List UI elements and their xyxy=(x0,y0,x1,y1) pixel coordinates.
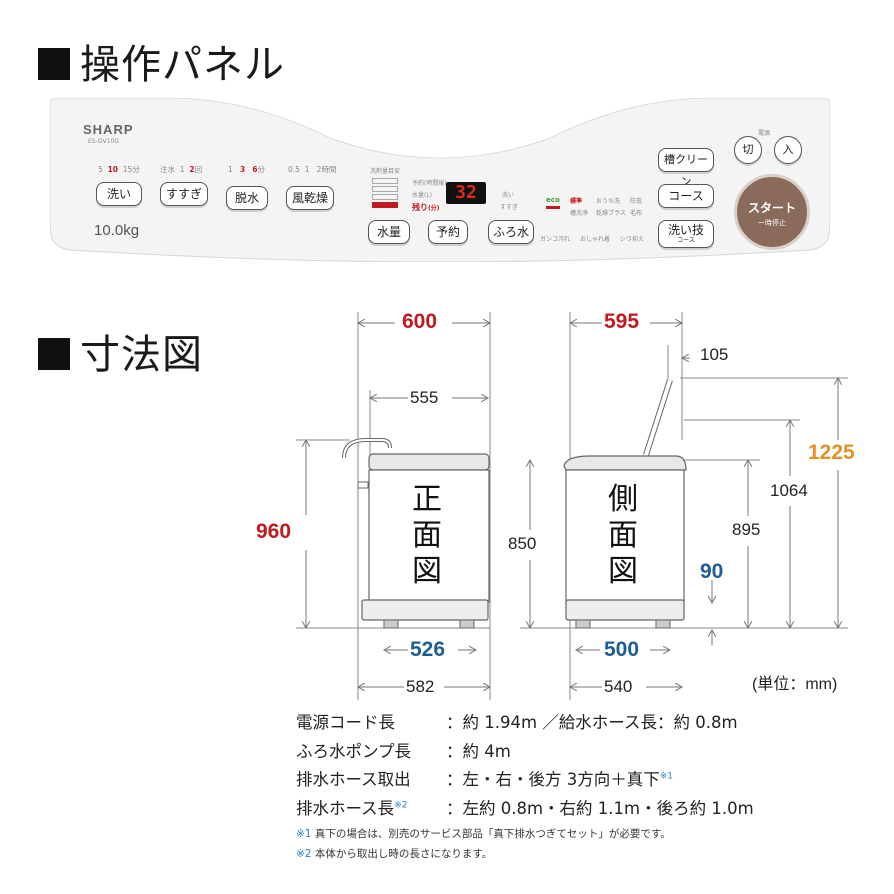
side-view-label: 側面図 xyxy=(608,482,638,589)
start-pause-button[interactable]: スタート 一時停止 xyxy=(734,174,810,250)
water-amount-button[interactable]: 水量 xyxy=(368,220,410,244)
control-panel: SHARP ES-GV10G 10.0kg 5 10 15分 注水 1 2回 1… xyxy=(50,98,830,262)
dimensions-section-title: 寸法図 xyxy=(38,322,203,380)
front-total-width: 600 xyxy=(402,310,438,333)
spec-row: ふろ水ポンプ長：約 4m xyxy=(296,742,511,761)
panel-section-title: 操作パネル xyxy=(38,32,285,90)
rinse-count-levels: 注水 1 2回 xyxy=(160,165,203,174)
square-bullet-icon xyxy=(38,48,70,80)
bath-water-button[interactable]: ふろ水 xyxy=(488,220,534,244)
spec-row: 排水ホース取出：左・右・後方 3方向＋真下※1 xyxy=(296,770,674,789)
side-lid-open-height: 1225 xyxy=(808,441,855,464)
rinse-indicator: すすぎ xyxy=(500,204,519,211)
wash-indicator: 洗い xyxy=(502,192,515,199)
front-base-width: 582 xyxy=(406,677,435,696)
side-hinge-height: 1064 xyxy=(770,481,808,500)
wash-button[interactable]: 洗い xyxy=(96,182,142,206)
front-view-body xyxy=(342,438,490,629)
capacity-label: 10.0kg xyxy=(94,222,140,239)
spec-row: 電源コード長：約 1.94m ／給水ホース長：約 0.8m xyxy=(296,713,738,732)
side-lid-offset: 105 xyxy=(700,345,729,364)
course-button[interactable]: コース xyxy=(658,184,714,208)
side-drain-height: 90 xyxy=(700,560,724,583)
power-label: 電源 xyxy=(758,130,771,137)
front-body-height: 850 xyxy=(508,534,537,553)
detergent-guide-bars xyxy=(372,178,398,212)
detergent-guide-label: 洗剤量目安 xyxy=(370,168,401,175)
side-view-body xyxy=(563,379,687,629)
panel-outline xyxy=(50,98,830,262)
front-view-label: 正面図 xyxy=(412,482,442,589)
spec-row: 排水ホース長※2：左約 0.8m・右約 1.1m・後ろ約 1.0m xyxy=(296,799,754,818)
course-wrinkle: シワ抑え xyxy=(620,236,645,243)
spin-button[interactable]: 脱水 xyxy=(226,186,268,210)
course-insect: 防虫 xyxy=(630,198,643,205)
side-base-depth: 540 xyxy=(604,677,633,696)
rinse-button[interactable]: すすぎ xyxy=(160,182,208,206)
air-dry-button[interactable]: 風乾燥 xyxy=(286,186,334,210)
course-blanket: 毛布 xyxy=(630,210,643,217)
front-total-height: 960 xyxy=(256,520,292,543)
course-tub-wash: 槽洗浄 xyxy=(570,210,589,217)
footnote: ※1 真下の場合は、別売のサービス部品「真下排水つぎてセット」が必要です。 xyxy=(296,828,671,840)
square-bullet-icon xyxy=(38,338,70,370)
front-body-width: 555 xyxy=(410,388,439,407)
eco-indicator: eco xyxy=(546,196,560,204)
water-level-indicator: 水量(L) xyxy=(412,192,433,199)
footnote: ※2 本体から取出し時の長さになります。 xyxy=(296,848,493,860)
course-home-wash: おうち洗 xyxy=(596,198,621,205)
tub-clean-button[interactable]: 槽クリーン xyxy=(658,148,714,188)
course-standard: 標準 xyxy=(570,198,583,205)
dry-time-levels: 0.5 1 2時間 xyxy=(288,165,337,174)
dimension-arrows xyxy=(306,323,838,687)
digital-display: 32 xyxy=(446,182,486,204)
power-off-button[interactable]: 切 xyxy=(734,136,762,164)
course-dry-plus: 乾燥プラス xyxy=(596,210,626,217)
side-total-depth: 595 xyxy=(604,310,640,333)
eco-key-icon xyxy=(546,206,560,209)
course-delicate: おしゃれ着 xyxy=(580,236,611,243)
unit-label: (単位：mm) xyxy=(752,676,838,693)
timer-button[interactable]: 予約 xyxy=(428,220,468,244)
side-foot-depth: 500 xyxy=(604,638,640,661)
model-number: ES-GV10G xyxy=(88,138,120,145)
wash-time-levels: 5 10 15分 xyxy=(98,165,140,174)
power-on-button[interactable]: 入 xyxy=(774,136,802,164)
side-top-height: 895 xyxy=(732,520,761,539)
front-foot-width: 526 xyxy=(410,638,446,661)
brand-logo: SHARP xyxy=(83,122,134,137)
remaining-indicator: 残り(分) xyxy=(412,203,440,212)
spin-time-levels: 1 3 6分 xyxy=(228,165,266,174)
reserve-indicator: 予約(時間後) xyxy=(412,180,447,187)
course-stubborn: ガンコ汚れ xyxy=(540,236,571,243)
wash-skill-button[interactable]: 洗い技 コース xyxy=(658,220,714,248)
